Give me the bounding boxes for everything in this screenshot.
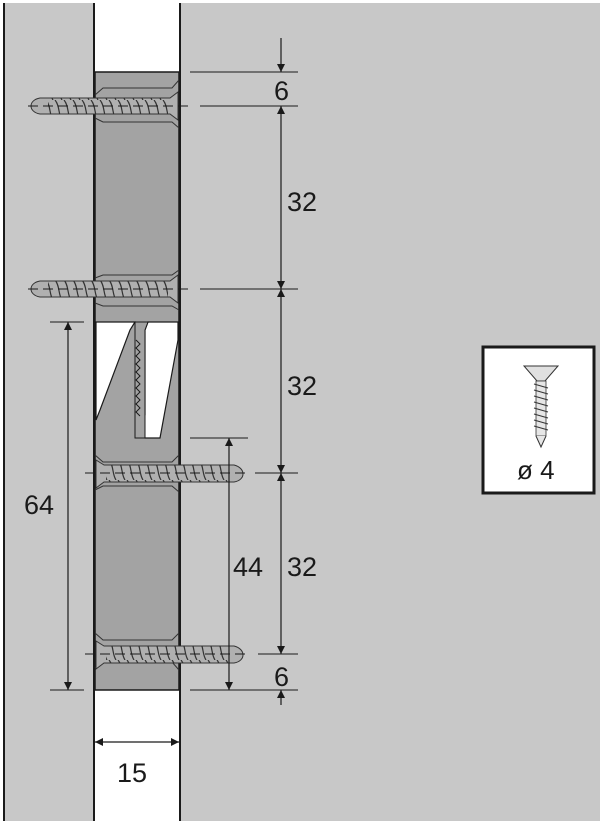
dim-spacing-3: 32 <box>287 552 317 582</box>
screw-4 <box>95 640 244 670</box>
dim-screw-span: 44 <box>233 552 263 582</box>
dimension-arrows <box>64 38 285 746</box>
dim-top-offset: 6 <box>274 76 289 106</box>
dim-hook-height: 64 <box>24 490 54 520</box>
countersunk-screw-icon <box>522 365 560 449</box>
screw-legend: ø 4 <box>481 345 596 495</box>
dim-spacing-2: 32 <box>287 371 317 401</box>
dim-bottom-offset: 6 <box>274 662 289 692</box>
bracket <box>94 71 180 691</box>
left-panel <box>3 3 95 821</box>
dim-spacing-1: 32 <box>287 187 317 217</box>
screw-diameter-label: ø 4 <box>517 455 555 485</box>
dim-gap-width: 15 <box>117 758 147 788</box>
